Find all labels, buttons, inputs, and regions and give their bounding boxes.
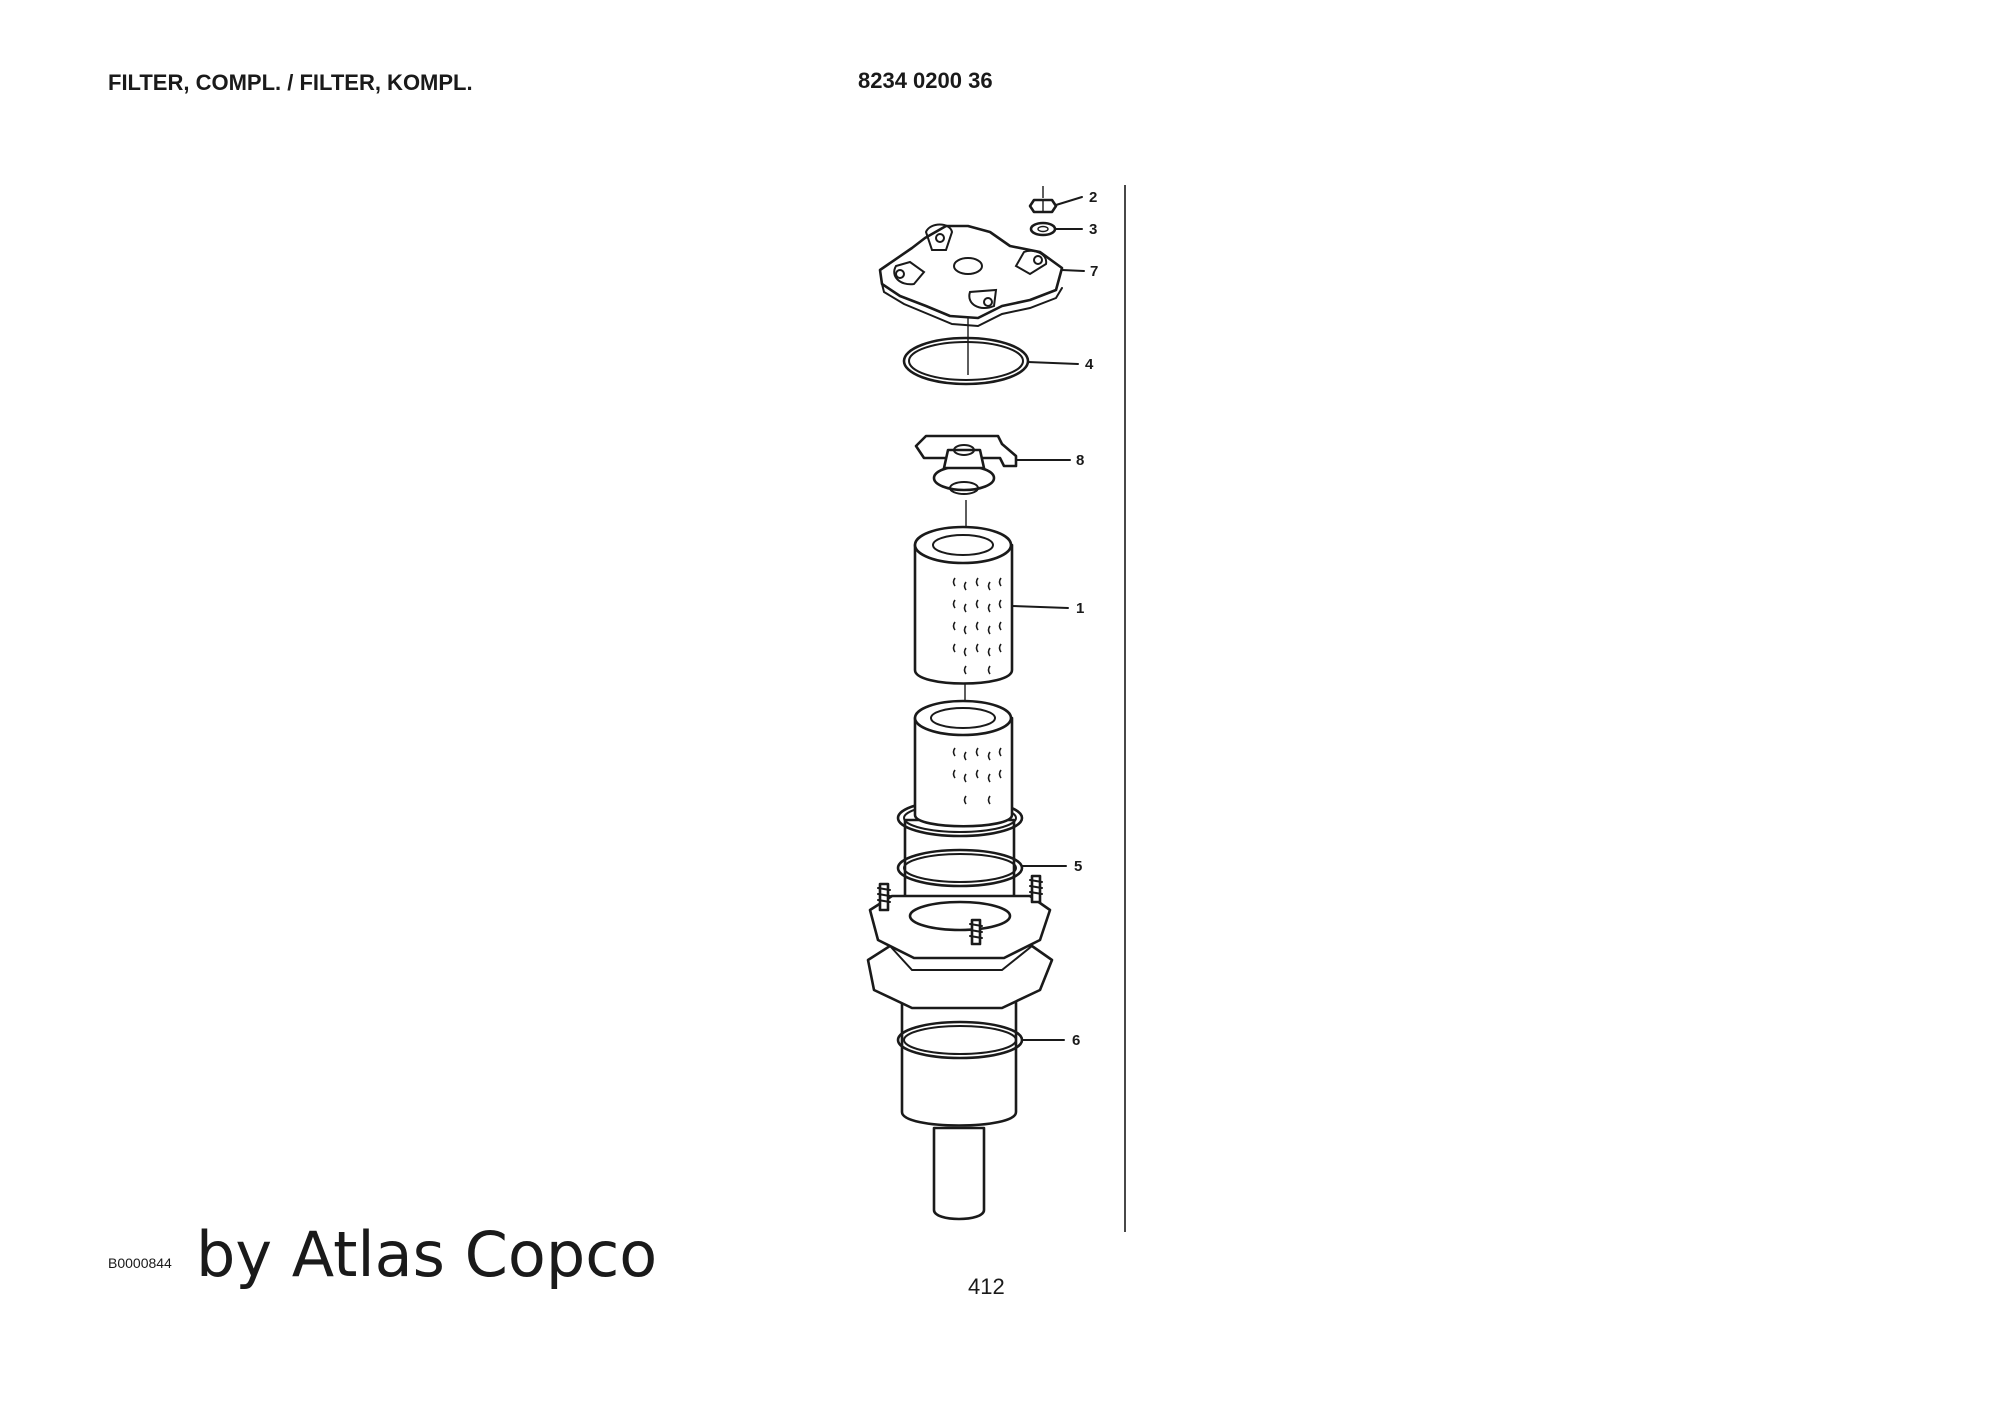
callout-5: 5	[1074, 858, 1082, 875]
page-number: 412	[968, 1274, 1005, 1299]
callout-3: 3	[1089, 221, 1097, 238]
flange-studs	[877, 874, 1043, 946]
part-number: 8234 0200 36	[858, 68, 993, 93]
cover-nut-part	[1028, 186, 1083, 214]
brand-caption: by Atlas Copco	[196, 1218, 658, 1291]
cover-o-ring-part	[902, 336, 1079, 386]
callout-7: 7	[1090, 263, 1098, 280]
callout-6: 6	[1072, 1032, 1080, 1049]
filter-housing	[866, 699, 1067, 1221]
callout-2: 2	[1089, 189, 1097, 206]
washer-part	[1029, 221, 1083, 237]
callout-8: 8	[1076, 452, 1084, 469]
cover-part	[878, 223, 1085, 328]
callout-1: 1	[1076, 600, 1084, 617]
filter-element-part	[913, 525, 1069, 685]
page-title: FILTER, COMPL. / FILTER, KOMPL.	[108, 70, 473, 95]
callout-4: 4	[1085, 356, 1094, 373]
valve-bracket-part	[914, 434, 1071, 495]
drawing-id: B0000844	[108, 1255, 172, 1271]
